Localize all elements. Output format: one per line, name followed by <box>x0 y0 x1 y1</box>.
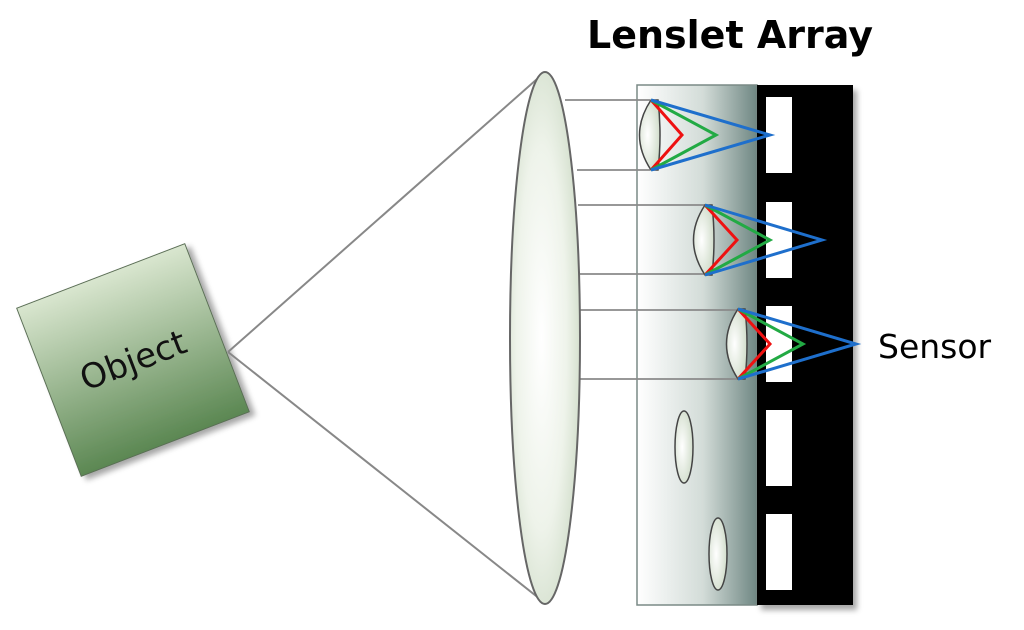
green-ray <box>704 203 774 277</box>
blue-ray <box>737 307 862 381</box>
object-icon: Object <box>16 243 250 477</box>
lenslet-icon <box>692 204 715 276</box>
green-ray <box>650 98 720 172</box>
main-lens-icon <box>509 71 581 605</box>
parallel-rays <box>565 99 738 380</box>
blue-ray <box>704 203 828 277</box>
red-ray <box>736 307 773 381</box>
lenslet-1 <box>638 98 776 172</box>
sensor-pixel-icon <box>766 514 792 590</box>
lenslet-icon <box>674 410 694 484</box>
ray-object-to-lens-top <box>227 71 546 353</box>
lenslet-3 <box>725 307 862 381</box>
diagram-title: Lenslet Array <box>587 13 873 57</box>
red-ray <box>703 203 740 277</box>
sensor-pixel-icon <box>766 410 792 486</box>
lenslet-icon <box>638 99 661 171</box>
ray-object-to-lens-bottom <box>227 351 546 604</box>
blue-ray <box>650 98 776 172</box>
green-ray <box>737 307 807 381</box>
lenslet-2 <box>692 203 828 277</box>
lenslet-icon <box>708 517 728 591</box>
lenslet-icon <box>725 308 748 380</box>
red-ray <box>649 99 685 171</box>
sensor-label: Sensor <box>878 327 992 366</box>
